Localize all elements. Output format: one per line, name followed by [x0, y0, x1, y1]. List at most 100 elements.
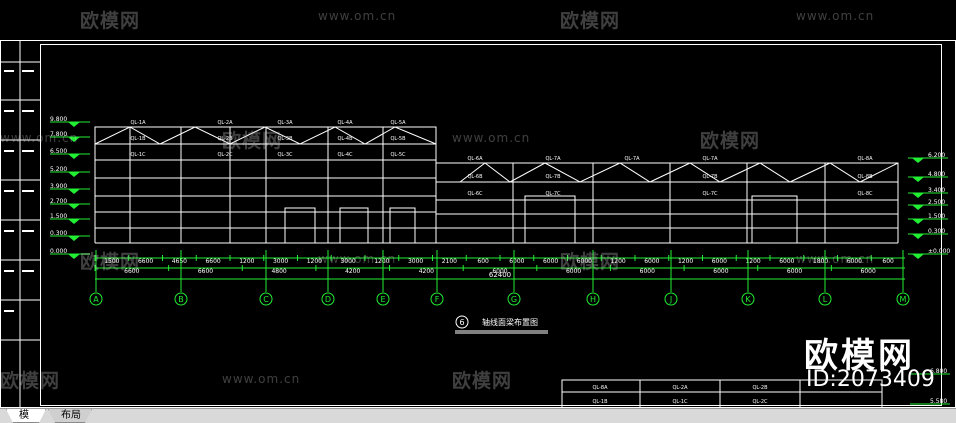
dimension-value: 6000	[644, 258, 659, 265]
dimension-value: 4800	[271, 268, 286, 275]
level-value: 4.800	[928, 171, 945, 178]
level-triangle	[912, 205, 924, 210]
level-triangle	[912, 219, 924, 224]
beam-label: QL-2A	[672, 385, 688, 391]
beam-label: QL-4B	[337, 136, 353, 142]
axis-bubble	[321, 292, 335, 306]
beam-label: QL-7C	[545, 191, 561, 197]
dimension-value: 3000	[408, 258, 423, 265]
dimension-value: 1200	[374, 258, 389, 265]
beam-label: QL-8C	[857, 191, 873, 197]
tab-model[interactable]: 模型	[6, 409, 46, 423]
level-value: 3.400	[928, 187, 945, 194]
axis-bubble	[896, 292, 910, 306]
beam-label: QL-2C	[217, 152, 233, 158]
beam-label: QL-2B	[752, 385, 768, 391]
dimension-value: 6600	[198, 268, 213, 275]
beam-label: QL-3A	[277, 120, 293, 126]
level-triangle	[68, 122, 80, 127]
level-value: 6.500	[50, 148, 67, 155]
beam-label: QL-1B	[130, 136, 146, 142]
axis-bubble	[507, 292, 521, 306]
watermark-url: www.om.cn	[452, 131, 531, 145]
dimension-value: 6600	[205, 258, 220, 265]
dimension-value: 4200	[419, 268, 434, 275]
watermark-brand: 欧模网	[0, 370, 61, 392]
watermark-url: www.om.cn	[318, 9, 397, 23]
level-triangle	[68, 137, 80, 142]
axis-label: J	[669, 295, 672, 304]
beam-label: QL-3B	[277, 136, 293, 142]
level-value: 5.200	[50, 166, 67, 173]
beam-label: QL-7B	[702, 174, 718, 180]
dimension-value: 6000	[861, 268, 876, 275]
dimension-value: 6000	[779, 258, 794, 265]
tab-layout-1[interactable]: 布局1	[48, 409, 92, 423]
elevation-outline	[94, 126, 899, 244]
dimension-value: 6600	[124, 268, 139, 275]
level-value: 0.300	[50, 230, 67, 237]
beam-label: QL-7A	[545, 156, 561, 162]
axis-label: C	[263, 295, 269, 304]
axis-bubble	[818, 292, 832, 306]
axis-bubble	[376, 292, 390, 306]
watermark-brand: 欧模网	[560, 10, 621, 32]
watermark-url: www.om.cn	[318, 252, 397, 266]
beam-label: QL-8B	[857, 174, 873, 180]
dimension-value: 6000	[577, 258, 592, 265]
level-value: 7.800	[50, 131, 67, 138]
dimension-value: 6000	[713, 268, 728, 275]
dimension-value: 4650	[172, 258, 187, 265]
axis-label: L	[823, 295, 828, 304]
watermark-url: www.om.cn	[222, 372, 301, 386]
beam-label: QL-6A	[467, 156, 483, 162]
axis-bubble	[89, 292, 103, 306]
watermark-brand: 欧模网	[222, 130, 283, 152]
beam-label: QL-3C	[277, 152, 293, 158]
beam-label: QL-1C	[130, 152, 146, 158]
total-dimension: 62400	[489, 271, 511, 279]
level-triangle	[912, 177, 924, 182]
dimension-value: 6000	[543, 258, 558, 265]
axis-bubble	[174, 292, 188, 306]
beam-label: QL-1B	[592, 399, 608, 405]
axis-label: H	[590, 295, 596, 304]
level-value: 6.800	[930, 368, 947, 375]
axis-label: B	[178, 295, 184, 304]
level-triangle	[68, 236, 80, 241]
watermark-url: www.om.cn	[0, 131, 79, 145]
axis-bubble	[664, 292, 678, 306]
level-value: 2.500	[928, 199, 945, 206]
level-triangle	[912, 158, 924, 163]
dimension-value: 1200	[678, 258, 693, 265]
beam-label: QL-6C	[467, 191, 483, 197]
beam-label: QL-7A	[624, 156, 640, 162]
level-triangle	[68, 204, 80, 209]
axis-label: F	[435, 295, 440, 304]
watermark-brand: 欧模网	[452, 370, 513, 392]
dimension-value: 600	[882, 258, 894, 265]
beam-label: QL-5C	[390, 152, 406, 158]
dimension-value: 6000	[509, 258, 524, 265]
dimension-value: 1200	[239, 258, 254, 265]
beam-label: QL-5A	[390, 120, 406, 126]
level-triangle	[912, 254, 924, 259]
level-value: 3.900	[50, 183, 67, 190]
drawing-title: 6 轴线面梁布置图	[455, 315, 548, 334]
layout-tab-bar: 模型 布局1	[0, 408, 956, 423]
watermark-logo-text: 欧模网	[804, 336, 915, 376]
beam-label: QL-2C	[752, 399, 768, 405]
level-triangle	[912, 234, 924, 239]
axis-bubble	[430, 292, 444, 306]
beam-label: QL-2A	[217, 120, 233, 126]
level-triangle	[68, 189, 80, 194]
watermark-brand: 欧模网	[700, 130, 761, 152]
level-triangle	[68, 219, 80, 224]
dimension-value: 3000	[273, 258, 288, 265]
dimension-value: 600	[477, 258, 489, 265]
left-level-markers: 9.8007.8006.5005.2003.9002.7001.5000.300…	[50, 116, 90, 259]
